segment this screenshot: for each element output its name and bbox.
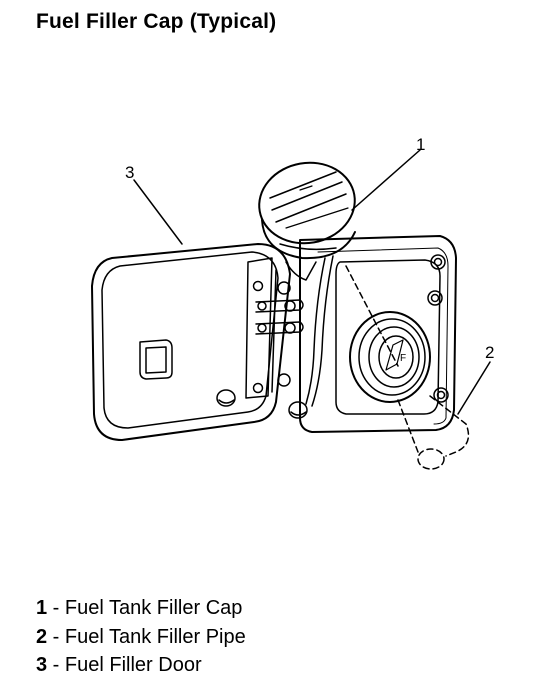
- parts-legend: 1 - Fuel Tank Filler Cap 2 - Fuel Tank F…: [36, 594, 246, 680]
- filler-pocket-housing: [299, 235, 457, 433]
- callout-3: 3: [125, 163, 134, 182]
- callout-1: 1: [416, 135, 425, 154]
- leader-line-3: [133, 179, 183, 245]
- legend-label: Fuel Tank Filler Cap: [64, 597, 243, 619]
- door-latch-tab: [139, 339, 173, 380]
- legend-item: 1 - Fuel Tank Filler Cap: [36, 594, 246, 623]
- legend-label: Fuel Tank Filler Pipe: [64, 625, 246, 648]
- leader-line-2: [457, 361, 491, 415]
- filler-pipe-neck: F: [349, 311, 431, 403]
- fuel-tank-filler-cap: [258, 161, 356, 260]
- callout-2: 2: [485, 343, 494, 362]
- fuel-filler-diagram: F: [91, 135, 494, 470]
- fuel-filler-door: [91, 243, 291, 441]
- bolt: [433, 387, 449, 403]
- legend-item: 2 - Fuel Tank Filler Pipe: [36, 623, 246, 652]
- leader-lines: [133, 149, 491, 415]
- bolt: [427, 290, 443, 306]
- legend-number: 2: [36, 625, 48, 648]
- door-hinge: [245, 257, 304, 399]
- legend-number: 1: [36, 597, 48, 619]
- legend-separator: -: [47, 597, 65, 619]
- legend-separator: -: [47, 654, 65, 676]
- legend-label: Fuel Filler Door: [64, 654, 202, 676]
- door-bumpers: [216, 389, 308, 419]
- filler-pipe-hidden: [345, 265, 470, 470]
- legend-separator: -: [47, 625, 65, 648]
- svg-text:F: F: [400, 353, 406, 364]
- page-title: Fuel Filler Cap (Typical): [36, 10, 277, 33]
- leader-line-1: [351, 149, 421, 211]
- bolt: [430, 254, 446, 270]
- legend-item: 3 - Fuel Filler Door: [36, 651, 246, 680]
- housing-bolts: [427, 254, 449, 403]
- legend-number: 3: [36, 654, 48, 676]
